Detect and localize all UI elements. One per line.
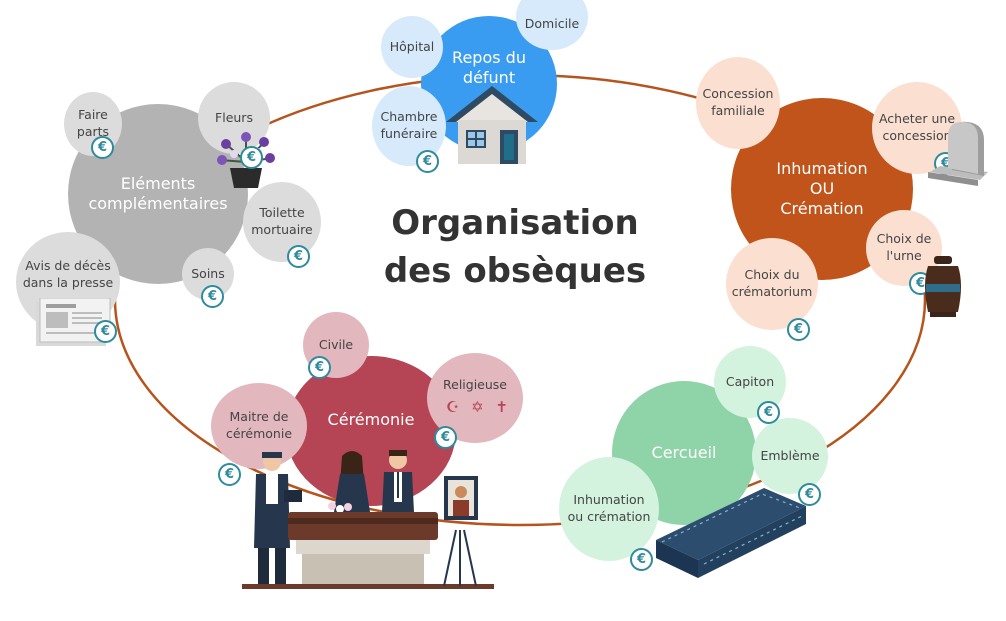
ceremonie-religieuse-label: Religieuse <box>443 377 507 392</box>
elements-fleurs-bubble: Fleurs <box>198 82 270 154</box>
ceremonie-civile-label: Civile <box>318 336 354 352</box>
urn-icon <box>925 256 961 317</box>
inhumation-crematorium-bubble: Choix du crématorium <box>726 238 818 330</box>
euro-icon: € <box>240 146 263 169</box>
euro-icon: € <box>308 356 331 379</box>
newspaper-icon <box>36 298 111 346</box>
cercueil-embleme-label: Emblème <box>760 447 820 463</box>
elements-label: Eléments complémentaires <box>88 174 228 213</box>
repos-hopital-bubble: Hôpital <box>381 16 443 78</box>
euro-icon: € <box>434 426 457 449</box>
repos-chambre-label: Chambre funéraire <box>380 109 438 141</box>
euro-icon: € <box>630 548 653 571</box>
crescent-icon: ☪ <box>446 398 460 416</box>
ceremony-scene-icon <box>242 450 494 589</box>
euro-icon: € <box>287 245 310 268</box>
inhumation-concession-label: Concession familiale <box>702 86 774 118</box>
euro-icon: € <box>218 463 241 486</box>
ceremonie-label: Cérémonie <box>327 410 415 429</box>
inhumation-crematorium-label: Choix du crématorium <box>731 267 813 299</box>
euro-icon: € <box>94 320 117 343</box>
euro-icon: € <box>798 483 821 506</box>
ceremonie-maitre-label: Maitre de cérémonie <box>225 409 293 441</box>
repos-label: Repos du défunt <box>452 48 526 87</box>
euro-icon: € <box>787 318 810 341</box>
ceremonie-maitre-bubble: Maitre de cérémonie <box>211 383 307 469</box>
euro-icon: € <box>757 401 780 424</box>
cercueil-capiton-label: Capiton <box>725 373 775 389</box>
ceremonie-main-bubble: Cérémonie <box>286 356 456 506</box>
elements-avis-bubble: Avis de décès dans la presse <box>16 232 120 332</box>
inhumation-urne-label: Choix de l'urne <box>876 231 932 263</box>
euro-icon: € <box>416 150 439 173</box>
cross-icon: ✝ <box>495 398 508 416</box>
repos-hopital-label: Hôpital <box>389 38 435 54</box>
inhumation-acheter-label: Acheter une concession <box>878 111 956 143</box>
cercueil-inhumation-label: Inhumation ou crémation <box>567 492 651 524</box>
cercueil-embleme-bubble: Emblème <box>752 418 828 494</box>
repos-domicile-label: Domicile <box>524 15 580 31</box>
star-of-david-icon: ✡ <box>471 398 484 416</box>
religious-symbols: ☪ ✡ ✝ <box>446 398 508 416</box>
elements-fleurs-label: Fleurs <box>215 109 253 125</box>
cercueil-inhumation-bubble: Inhumation ou crémation <box>559 457 659 561</box>
elements-faire-parts-label: Faire parts <box>76 107 110 139</box>
inhumation-label: Inhumation OU Crémation <box>776 159 868 218</box>
elements-avis-label: Avis de décès dans la presse <box>22 258 114 290</box>
euro-icon: € <box>91 136 114 159</box>
house-icon <box>446 86 538 164</box>
inhumation-concession-bubble: Concession familiale <box>696 57 780 149</box>
cercueil-label: Cercueil <box>651 443 717 462</box>
elements-toilette-label: Toilette mortuaire <box>251 205 313 237</box>
gravestone-icon <box>928 121 988 186</box>
elements-toilette-bubble: Toilette mortuaire <box>243 182 321 262</box>
coffin-icon <box>656 488 806 578</box>
diagram-title: Organisation des obsèques <box>383 203 647 291</box>
euro-icon: € <box>201 285 224 308</box>
elements-soins-label: Soins <box>191 265 225 281</box>
